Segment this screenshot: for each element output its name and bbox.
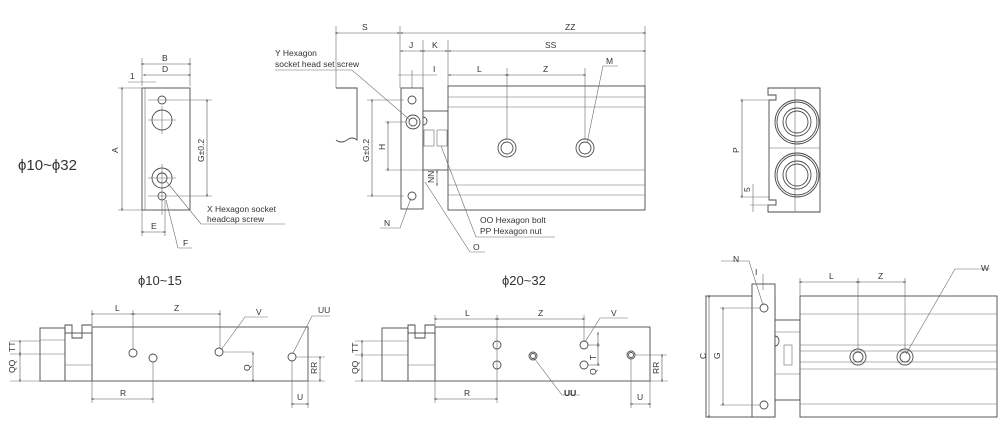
end-plate xyxy=(400,87,424,210)
bottom-view-small: ϕ10~15 TT QQ L Z V UU Q RR R U xyxy=(7,273,330,408)
front-view: ϕ10~ϕ32 B D 1 A G±0.2 E F X Hexagon sock… xyxy=(18,53,285,249)
label-OO: OO Hexagon bolt xyxy=(480,215,546,225)
dim-QQ: QQ xyxy=(350,360,360,374)
dim-NN: NN xyxy=(426,171,436,183)
dim-Z: Z xyxy=(538,308,543,318)
dim-D: D xyxy=(162,64,168,74)
label-Y-line1: Y Hexagon xyxy=(275,48,317,58)
dim-RR: RR xyxy=(651,362,661,374)
range-large-heading: ϕ20~32 xyxy=(502,273,546,288)
dim-5: 5 xyxy=(742,187,752,192)
dim-J: J xyxy=(409,40,413,50)
dim-R: R xyxy=(464,388,470,398)
dim-U: U xyxy=(297,392,303,402)
dim-SS: SS xyxy=(545,40,557,50)
dim-A: A xyxy=(110,147,120,153)
dim-L: L xyxy=(477,64,482,74)
label-V: V xyxy=(256,307,262,317)
end-plate xyxy=(141,87,191,211)
label-N: N xyxy=(733,254,739,264)
dim-B: B xyxy=(162,53,168,63)
dim-I: I xyxy=(755,267,757,277)
end-view: P 5 xyxy=(731,87,821,213)
dim-S: S xyxy=(362,22,368,32)
bottom-view-large: ϕ20~32 TT QQ L Z V UU T Q RR R U xyxy=(350,273,668,408)
dim-E: E xyxy=(151,221,157,231)
dim-T: T xyxy=(588,355,598,360)
dim-TT: TT xyxy=(7,342,17,352)
dim-P: P xyxy=(731,147,741,153)
dim-K: K xyxy=(432,40,438,50)
label-N: N xyxy=(384,218,390,228)
cylinder-body xyxy=(447,85,646,211)
label-F: F xyxy=(183,238,188,248)
dim-I: I xyxy=(433,64,435,74)
range-small-heading: ϕ10~15 xyxy=(138,273,182,288)
label-V: V xyxy=(611,308,617,318)
label-W: W xyxy=(981,263,989,273)
dim-G-side: G±0.2 xyxy=(361,139,371,162)
dim-Z: Z xyxy=(174,303,179,313)
dim-Z: Z xyxy=(543,64,548,74)
label-M: M xyxy=(606,56,613,66)
dim-G: G xyxy=(712,352,722,359)
dim-C: C xyxy=(698,353,708,359)
dim-U: U xyxy=(637,392,643,402)
dim-L: L xyxy=(829,271,834,281)
label-Y-line2: socket head set screw xyxy=(275,59,360,69)
label-O: O xyxy=(473,242,480,252)
dim-RR: RR xyxy=(309,362,319,374)
dim-Q: Q xyxy=(242,364,252,371)
dim-ZZ: ZZ xyxy=(565,22,575,32)
dim-L: L xyxy=(115,303,120,313)
dim-Q: Q xyxy=(588,368,598,375)
label-X-line1: X Hexagon socket xyxy=(207,204,277,214)
label-X-line2: headcap screw xyxy=(207,214,265,224)
dim-QQ: QQ xyxy=(7,359,17,373)
side-view: S ZZ J K SS I L Z M G±0.2 H NN N O OO He… xyxy=(275,22,647,253)
dim-R: R xyxy=(120,388,126,398)
dim-1: 1 xyxy=(130,71,135,81)
top-view: L Z W N I C G xyxy=(698,254,998,419)
dim-TT: TT xyxy=(350,343,360,353)
dim-L: L xyxy=(465,308,470,318)
label-PP: PP Hexagon nut xyxy=(480,226,542,236)
label-UU: UU xyxy=(318,305,330,315)
label-UU: UU xyxy=(564,388,576,398)
dim-G: G±0.2 xyxy=(196,139,206,162)
rod-stub xyxy=(335,87,358,143)
dim-H: H xyxy=(377,144,387,150)
dim-Z: Z xyxy=(878,271,883,281)
range-all-heading: ϕ10~ϕ32 xyxy=(18,157,77,174)
